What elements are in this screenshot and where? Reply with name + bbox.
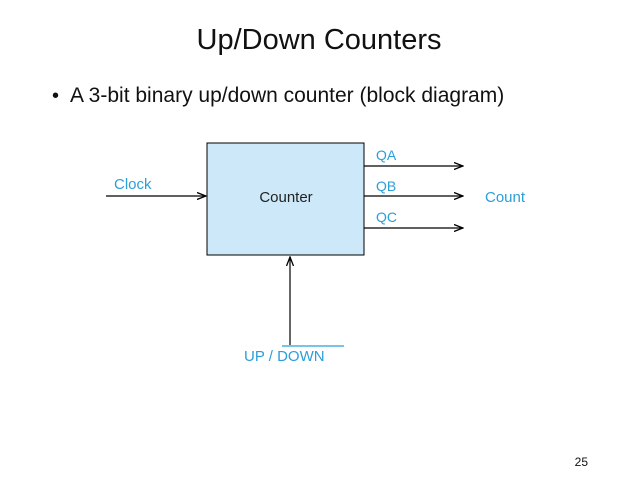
counter-block [206, 142, 365, 256]
count-label: Count [485, 189, 526, 206]
page-number: 25 [574, 455, 588, 469]
up-down-label: UP / DOWN [244, 348, 325, 365]
up-label: UP / [244, 348, 277, 365]
down-label: DOWN [277, 348, 325, 365]
slide-title: Up/Down Counters [196, 24, 442, 56]
output-label-qb: QB [376, 178, 396, 194]
bullet-dot-icon: • [52, 85, 60, 107]
output-label-qc: QC [376, 209, 397, 225]
bullet-item: • A 3-bit binary up/down counter (block d… [52, 84, 504, 108]
output-label-qa: QA [376, 147, 397, 163]
counter-block-label: Counter [259, 189, 312, 206]
clock-label: Clock [114, 176, 152, 193]
bullet-text: A 3-bit binary up/down counter (block di… [70, 84, 505, 107]
